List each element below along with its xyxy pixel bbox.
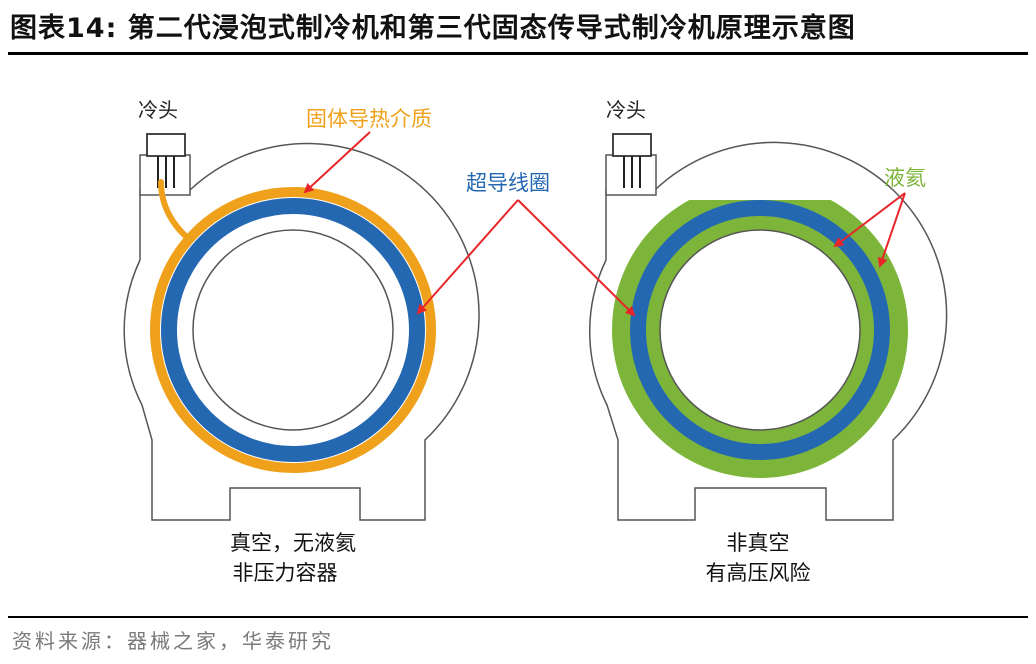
left-bore (192, 229, 394, 431)
liquid-helium-label: 液氦 (884, 166, 926, 190)
left-cold-head-label: 冷头 (138, 98, 178, 122)
source-rule (8, 616, 1028, 618)
coil-label: 超导线圈 (466, 171, 550, 195)
left-thermal-strap (158, 179, 193, 243)
left-cold-head (146, 133, 186, 157)
right-caption-line1: 非真空 (727, 531, 790, 555)
right-inner-helium-band (647, 217, 873, 443)
left-magnet (123, 133, 480, 521)
right-magnet (589, 133, 948, 521)
solid-medium-arrow (303, 131, 371, 194)
right-cold-head (612, 133, 652, 157)
right-cold-head-label: 冷头 (606, 98, 646, 122)
helium-arrow-ring (833, 192, 906, 248)
left-solid-medium-ring (150, 187, 436, 473)
left-coil-ring (161, 198, 425, 462)
helium-arrow-outer (877, 192, 906, 268)
right-bore (659, 229, 861, 431)
solid-medium-label: 固体导热介质 (306, 107, 432, 131)
left-caption-line2: 非压力容器 (233, 561, 338, 585)
left-caption-line1: 真空，无液氦 (230, 531, 356, 555)
figure-title: 图表14: 第二代浸泡式制冷机和第三代固态传导式制冷机原理示意图 (10, 13, 856, 44)
right-caption-line2: 有高压风险 (706, 561, 811, 585)
title-rule (8, 52, 1028, 55)
coil-arrow-left (416, 199, 519, 315)
annotation-arrows (303, 131, 906, 317)
coil-arrow-right (517, 199, 636, 317)
source-note: 资料来源：器械之家，华泰研究 (12, 629, 334, 653)
right-coil-ring (630, 200, 890, 460)
